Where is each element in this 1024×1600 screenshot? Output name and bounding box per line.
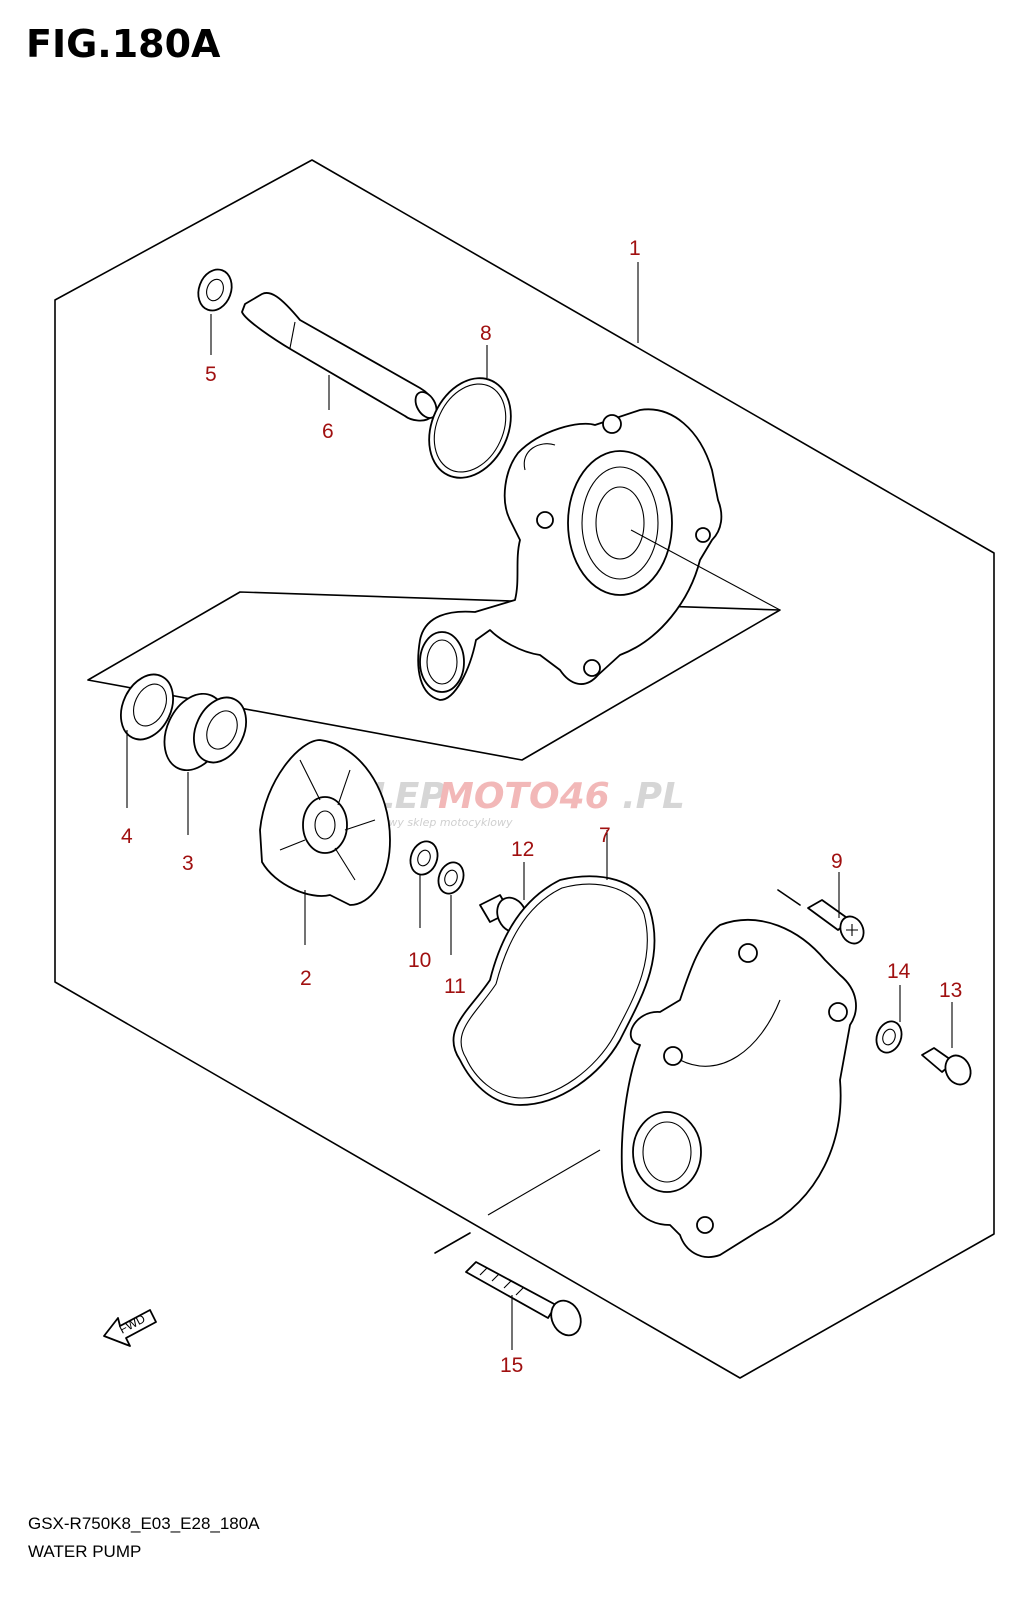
callout-9: 9 <box>831 850 843 873</box>
part-4-oil-seal <box>120 673 174 741</box>
callout-10: 10 <box>408 949 431 972</box>
part-11-washer <box>437 861 465 895</box>
part-3-mechanical-seal <box>163 692 247 772</box>
callout-11: 11 <box>444 975 466 998</box>
callout-6: 6 <box>322 420 334 443</box>
part-5-washer <box>197 268 233 312</box>
assembly-frame <box>54 159 995 1379</box>
part-6-shaft <box>241 292 438 422</box>
leader-lines <box>126 262 953 1350</box>
leader-cover-upper <box>487 1149 601 1216</box>
part-13-bolt <box>921 1047 972 1086</box>
callout-8: 8 <box>480 322 492 345</box>
watermark-brand-b: MOTO46 <box>438 776 610 817</box>
callout-3: 3 <box>182 852 194 875</box>
part-7-oring <box>452 875 656 1106</box>
callout-5: 5 <box>205 363 217 386</box>
cover-frame <box>777 889 801 906</box>
diagram-name: WATER PUMP <box>28 1542 142 1561</box>
part-9-screw <box>807 899 865 945</box>
part-15-bolt <box>465 1261 582 1337</box>
callout-12: 12 <box>511 838 534 861</box>
pump-cover <box>620 919 857 1258</box>
callout-13: 13 <box>939 979 962 1002</box>
callout-14: 14 <box>887 960 911 983</box>
part-14-washer <box>875 1020 903 1054</box>
bolt-frame <box>434 1232 471 1254</box>
part-2-impeller <box>259 739 391 906</box>
part-8-oring <box>428 377 512 479</box>
callout-4: 4 <box>121 825 133 848</box>
callout-7: 7 <box>599 824 611 847</box>
part-10-washer <box>409 840 439 876</box>
diagram-code: GSX-R750K8_E03_E28_180A <box>28 1514 260 1533</box>
pump-body <box>417 408 781 701</box>
callout-15: 15 <box>500 1354 523 1377</box>
fwd-arrow-icon: FWD <box>103 1309 157 1347</box>
callout-1: 1 <box>629 237 641 260</box>
watermark-brand-c: .PL <box>622 776 685 817</box>
callout-2: 2 <box>300 967 312 990</box>
figure-title: FIG.180A <box>26 22 221 66</box>
callouts: 1 2 3 4 5 6 7 8 9 10 11 12 13 14 15 <box>121 237 962 1377</box>
